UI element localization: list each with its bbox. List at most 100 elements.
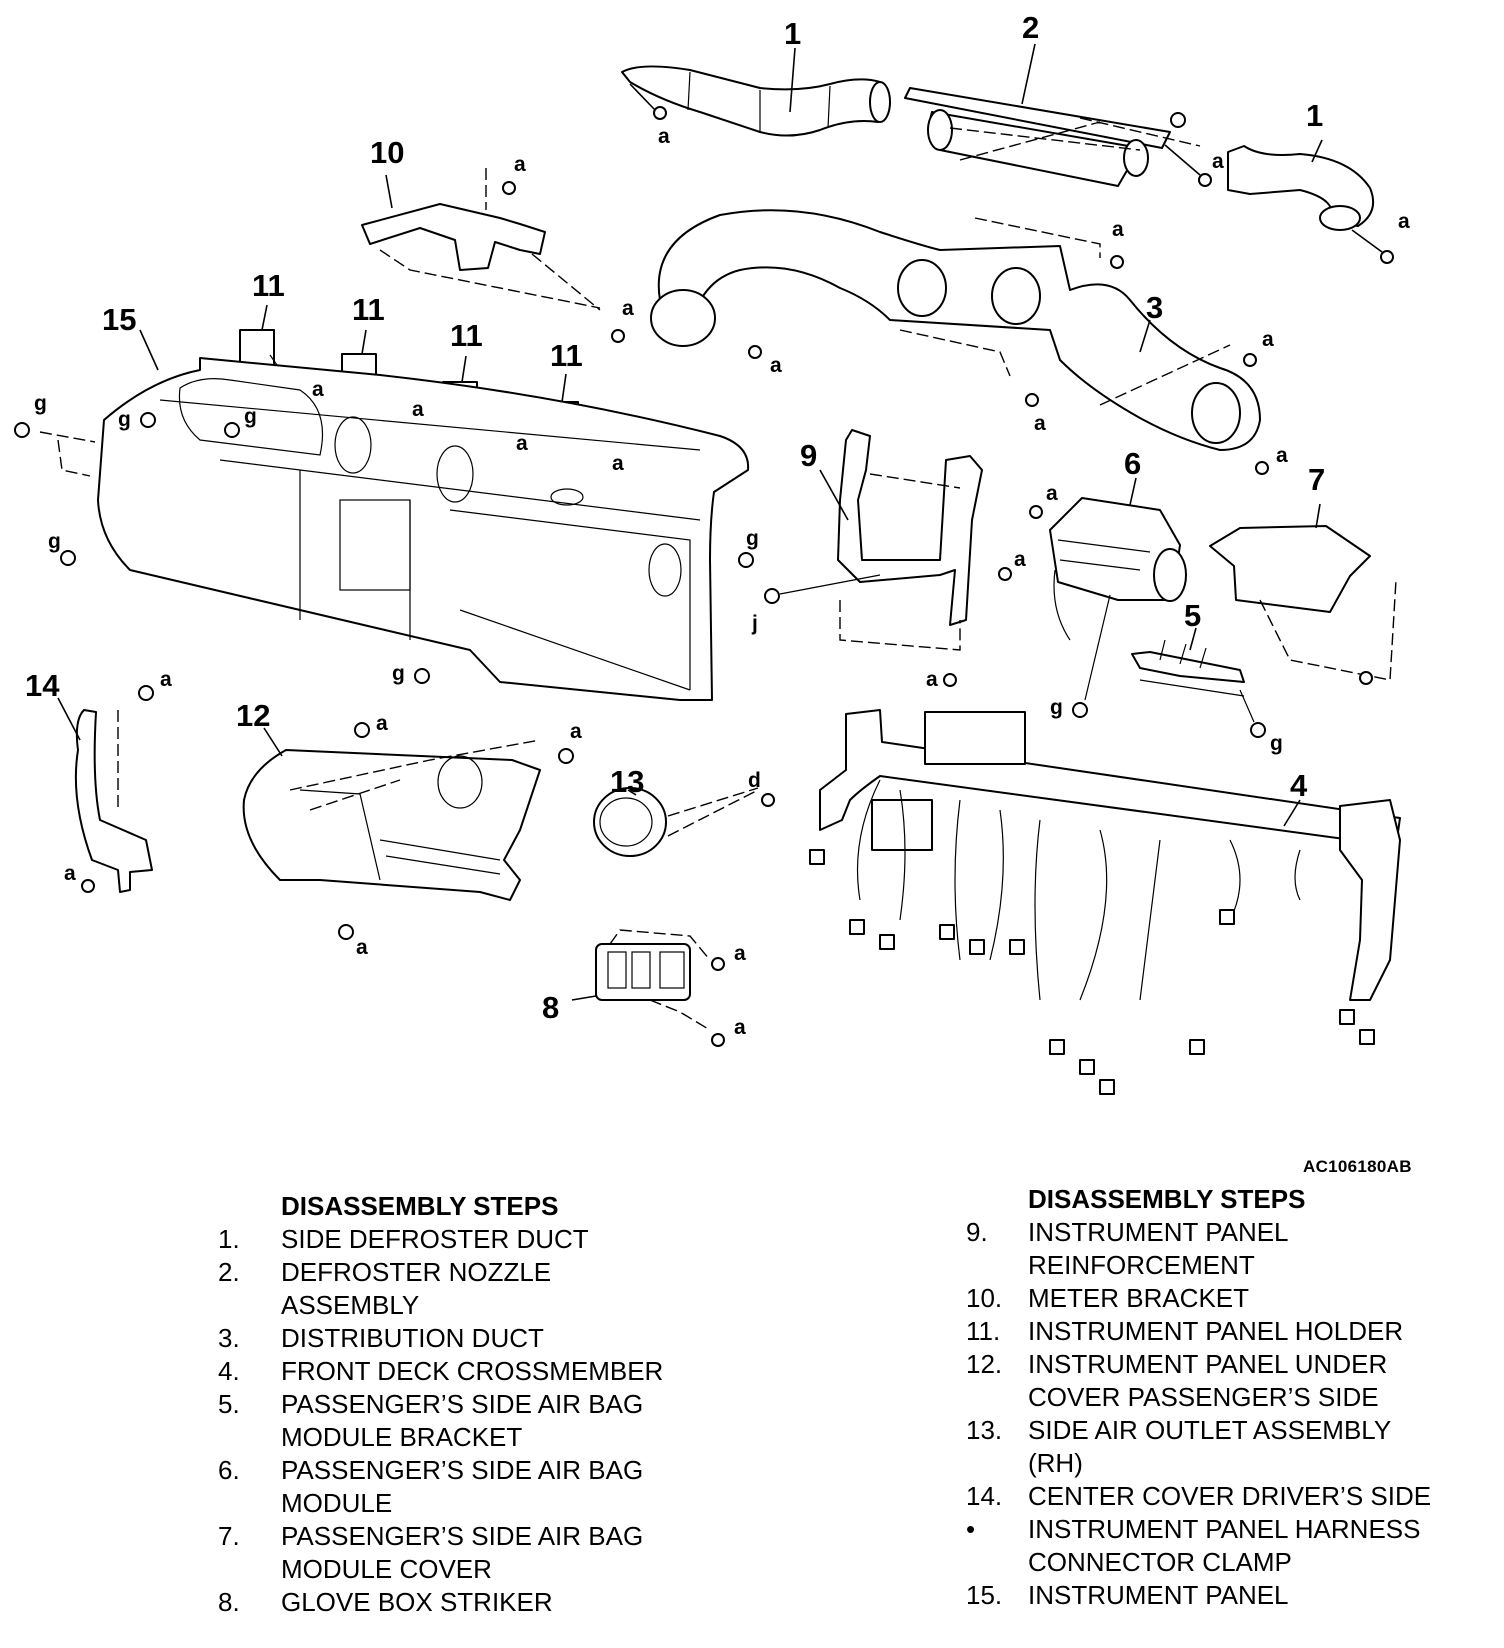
step-item: 3.DISTRIBUTION DUCT — [218, 1322, 663, 1355]
callout-13: 13 — [610, 764, 644, 799]
step-item: 7.PASSENGER’S SIDE AIR BAG — [218, 1520, 663, 1553]
exploded-view-diagram: 1 2 1 3 10 11 11 11 11 15 9 6 7 5 4 14 1… — [14, 10, 1410, 1095]
fastener-a: a — [1046, 482, 1058, 505]
callout-1-left: 1 — [784, 16, 801, 51]
part-side-defroster-duct-left — [621, 47, 891, 137]
fastener-a: a — [1276, 444, 1288, 467]
fastener-a: a — [1212, 150, 1224, 173]
step-item: ASSEMBLY — [218, 1289, 663, 1322]
step-number — [966, 1546, 1028, 1579]
step-item: 6.PASSENGER’S SIDE AIR BAG — [218, 1454, 663, 1487]
fastener-g: g — [1270, 732, 1283, 755]
step-text: ASSEMBLY — [281, 1290, 420, 1320]
step-item: 10. METER BRACKET — [966, 1282, 1431, 1315]
fastener-a: a — [514, 153, 526, 176]
fastener-a: a — [570, 720, 582, 743]
fastener-j: j — [751, 612, 758, 635]
fastener-a: a — [612, 452, 624, 475]
step-item: MODULE BRACKET — [218, 1421, 663, 1454]
step-item: 11. INSTRUMENT PANEL HOLDER — [966, 1315, 1431, 1348]
step-item: 5.PASSENGER’S SIDE AIR BAG — [218, 1388, 663, 1421]
fastener-g: g — [746, 527, 759, 550]
steps-heading: DISASSEMBLY STEPS — [1028, 1184, 1306, 1214]
step-number — [966, 1381, 1028, 1414]
step-item: COVER PASSENGER’S SIDE — [966, 1381, 1431, 1414]
step-number: 13. — [966, 1415, 1003, 1445]
callout-7: 7 — [1308, 462, 1325, 497]
part-instrument-panel-reinforcement — [764, 429, 1043, 687]
callout-5: 5 — [1184, 598, 1201, 633]
step-item: 2.DEFROSTER NOZZLE — [218, 1256, 663, 1289]
step-text: FRONT DECK CROSSMEMBER — [281, 1356, 664, 1386]
callout-4: 4 — [1290, 768, 1308, 803]
fastener-a: a — [412, 398, 424, 421]
step-number — [218, 1487, 281, 1520]
step-number — [966, 1249, 1028, 1282]
callout-15: 15 — [102, 302, 136, 337]
callout-12: 12 — [236, 698, 270, 733]
step-number: 10. — [966, 1283, 1003, 1313]
step-item: 12.INSTRUMENT PANEL UNDER — [966, 1348, 1431, 1381]
step-item: 8.GLOVE BOX STRIKER — [218, 1586, 663, 1619]
callout-14: 14 — [25, 668, 60, 703]
fastener-a: a — [312, 378, 324, 401]
part-air-bag-module-bracket — [1131, 627, 1266, 738]
callout-11: 11 — [550, 338, 583, 373]
step-number — [218, 1553, 281, 1586]
step-item: MODULE — [218, 1487, 663, 1520]
step-number: • — [966, 1514, 976, 1544]
callout-9: 9 — [800, 438, 817, 473]
steps-heading: DISASSEMBLY STEPS — [281, 1191, 559, 1221]
callout-2: 2 — [1022, 10, 1039, 45]
part-glove-box-striker — [571, 929, 725, 1047]
step-text: METER BRACKET — [1028, 1283, 1250, 1313]
step-number: 1. — [218, 1224, 240, 1254]
step-text: COVER PASSENGER’S SIDE — [1028, 1382, 1379, 1412]
step-text: MODULE — [281, 1488, 393, 1518]
step-number: 15. — [966, 1580, 1003, 1610]
step-text: DISTRIBUTION DUCT — [281, 1323, 544, 1353]
fastener-a: a — [1398, 210, 1410, 233]
fastener-a: a — [376, 712, 388, 735]
step-number: 2. — [218, 1257, 240, 1287]
fastener-g: g — [34, 392, 47, 415]
step-text: CENTER COVER DRIVER’S SIDE — [1028, 1481, 1432, 1511]
fastener-g: g — [244, 405, 257, 428]
callout-1-right: 1 — [1306, 98, 1323, 133]
step-number: 11. — [966, 1316, 1001, 1346]
step-text: SIDE AIR OUTLET ASSEMBLY — [1028, 1415, 1392, 1445]
part-under-cover-passengers-side — [242, 722, 574, 940]
callout-11: 11 — [352, 292, 385, 327]
fastener-a: a — [356, 936, 368, 959]
fastener-a: a — [734, 942, 746, 965]
fastener-a: a — [64, 862, 76, 885]
step-text: MODULE COVER — [281, 1554, 492, 1584]
fastener-d: d — [748, 769, 761, 792]
fastener-a: a — [1112, 218, 1124, 241]
step-item: •INSTRUMENT PANEL HARNESS — [966, 1513, 1431, 1546]
step-text: GLOVE BOX STRIKER — [281, 1587, 553, 1617]
step-number — [218, 1289, 281, 1322]
step-item: MODULE COVER — [218, 1553, 663, 1586]
step-text: PASSENGER’S SIDE AIR BAG — [281, 1455, 644, 1485]
step-item: REINFORCEMENT — [966, 1249, 1431, 1282]
fastener-g: g — [118, 408, 131, 431]
callout-10: 10 — [370, 135, 404, 170]
step-text: SIDE DEFROSTER DUCT — [281, 1224, 589, 1254]
step-number: 5. — [218, 1389, 240, 1419]
part-instrument-panel — [14, 329, 754, 701]
step-text: CONNECTOR CLAMP — [1028, 1547, 1292, 1577]
step-text: INSTRUMENT PANEL HOLDER — [1028, 1316, 1404, 1346]
part-defroster-nozzle-assembly — [904, 43, 1212, 187]
step-number — [966, 1447, 1028, 1480]
step-item: 14.CENTER COVER DRIVER’S SIDE — [966, 1480, 1431, 1513]
fastener-a: a — [926, 668, 938, 691]
step-item: 4.FRONT DECK CROSSMEMBER — [218, 1355, 663, 1388]
step-text: MODULE BRACKET — [281, 1422, 523, 1452]
step-text: (RH) — [1028, 1448, 1083, 1478]
step-item: 15.INSTRUMENT PANEL — [966, 1579, 1431, 1612]
step-text: PASSENGER’S SIDE AIR BAG — [281, 1521, 644, 1551]
